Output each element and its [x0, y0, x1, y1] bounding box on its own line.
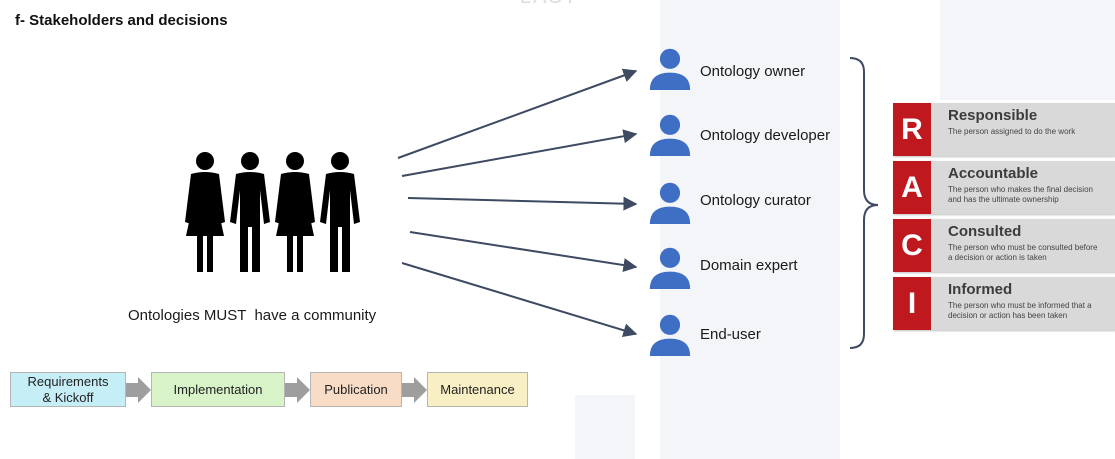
phase-publication: Publication: [310, 372, 402, 407]
raci-name: Consulted: [948, 223, 1022, 240]
role-label-domain-expert: Domain expert: [700, 257, 798, 274]
ontology-curator-icon: [649, 182, 691, 224]
phase-requirements: Requirements & Kickoff: [10, 372, 126, 407]
phase-arrow-icon: [402, 377, 427, 403]
raci-responsible: R Responsible The person assigned to do …: [893, 103, 1115, 156]
raci-letter: A: [893, 161, 931, 214]
grouping-brace: [849, 57, 879, 349]
raci-name: Informed: [948, 281, 1013, 298]
raci-description: The person who must be consulted before …: [948, 243, 1098, 262]
person-silhouette-icon: [275, 152, 315, 272]
arrow-to-curator: [407, 196, 638, 211]
arrow-to-end-user: [401, 262, 638, 338]
raci-description: The person assigned to do the work: [948, 127, 1076, 136]
community-people-icon: [185, 152, 360, 272]
raci-letter: C: [893, 219, 931, 272]
ontology-owner-icon: [649, 48, 691, 90]
phase-arrow-icon: [285, 377, 310, 403]
phase-maintenance: Maintenance: [427, 372, 528, 407]
top-text-fragment: LAST: [520, 0, 578, 9]
phase-implementation: Implementation: [151, 372, 285, 407]
arrow-to-domain-expert: [409, 231, 638, 272]
person-silhouette-icon: [320, 152, 360, 272]
background-shape: [660, 0, 840, 459]
arrow-to-owner: [397, 68, 638, 159]
domain-expert-icon: [649, 247, 691, 289]
end-user-icon: [649, 314, 691, 356]
raci-accountable: A Accountable The person who makes the f…: [893, 161, 1115, 214]
raci-letter: R: [893, 103, 931, 156]
phase-arrow-icon: [126, 377, 151, 403]
raci-consulted: C Consulted The person who must be consu…: [893, 219, 1115, 272]
role-label-ontology-curator: Ontology curator: [700, 192, 811, 209]
raci-letter: I: [893, 277, 931, 330]
person-silhouette-icon: [185, 152, 225, 272]
slide-title: f- Stakeholders and decisions: [15, 12, 228, 29]
raci-name: Responsible: [948, 107, 1038, 124]
ontology-developer-icon: [649, 114, 691, 156]
role-label-ontology-owner: Ontology owner: [700, 63, 806, 80]
background-shape: [575, 395, 635, 459]
role-label-end-user: End-user: [700, 326, 761, 343]
raci-informed: I Informed The person who must be inform…: [893, 277, 1115, 330]
arrow-to-developer: [401, 129, 638, 177]
role-arrows: [397, 68, 638, 338]
raci-description: The person who makes the final decision …: [948, 185, 1093, 204]
background-shape: [940, 0, 1115, 100]
raci-name: Accountable: [948, 165, 1039, 182]
raci-description: The person who must be informed that a d…: [948, 301, 1092, 320]
role-label-ontology-developer: Ontology developer: [700, 127, 831, 144]
person-silhouette-icon: [230, 152, 270, 272]
community-caption: Ontologies MUST have a community: [128, 307, 377, 324]
